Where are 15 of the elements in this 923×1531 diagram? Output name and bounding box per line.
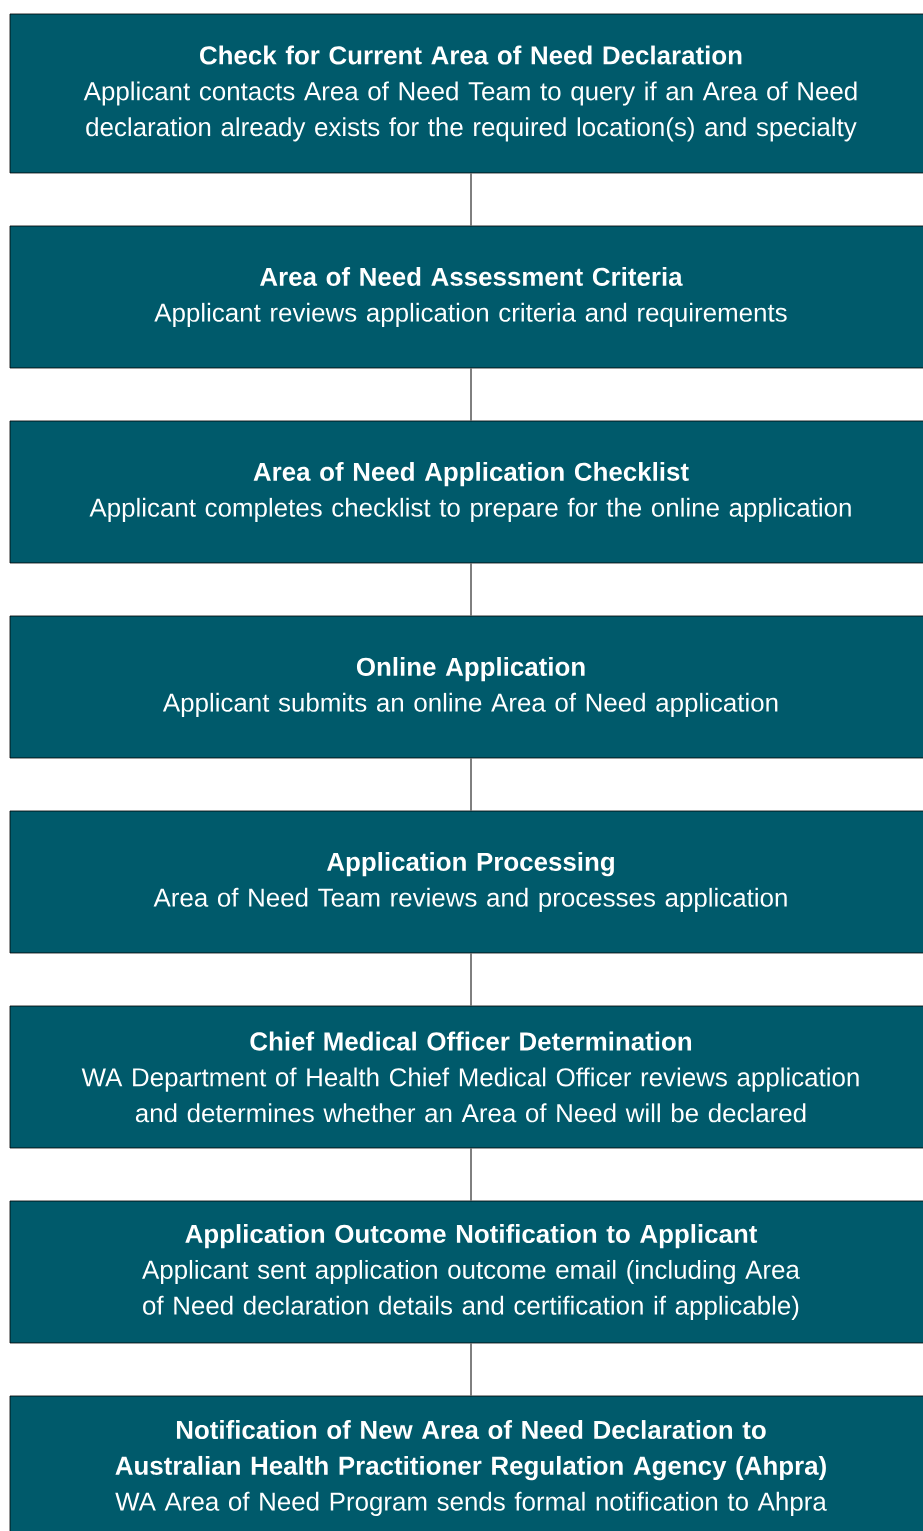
process-box: Online Application Applicant submits an online Area of Need application xyxy=(9,615,923,759)
connector-line xyxy=(470,952,472,1007)
connector-line xyxy=(470,172,472,227)
process-box: Application Processing Area of Need Team reviews and processes application xyxy=(9,810,923,954)
process-box: Area of Need Application Checklist Applicant completes checklist to prepare for the online application xyxy=(9,420,923,564)
process-box: Area of Need Assessment Criteria Applicant reviews application criteria and requirements xyxy=(9,225,923,369)
process-box: Notification of New Area of Need Declaration to Australian Health Practitioner Regulation Agency (Ahpra) WA Area of Need Program sends formal notification to Ahpra xyxy=(9,1395,923,1531)
connector-line xyxy=(470,757,472,812)
process-box: Check for Current Area of Need Declaration Applicant contacts Area of Need Team to query if an Area of Need declaration already exists for the required location(s) and specialty xyxy=(9,13,923,174)
connector-line xyxy=(470,562,472,617)
connector-line xyxy=(470,1147,472,1202)
connector-line xyxy=(470,367,472,422)
connector-line xyxy=(470,1342,472,1397)
process-box: Application Outcome Notification to Applicant Applicant sent application outcome email (including Area of Need declaration details and certification if applicable) xyxy=(9,1200,923,1344)
process-box: Chief Medical Officer Determination WA Department of Health Chief Medical Officer reviews application and determines whether an Area of Need will be declared xyxy=(9,1005,923,1149)
